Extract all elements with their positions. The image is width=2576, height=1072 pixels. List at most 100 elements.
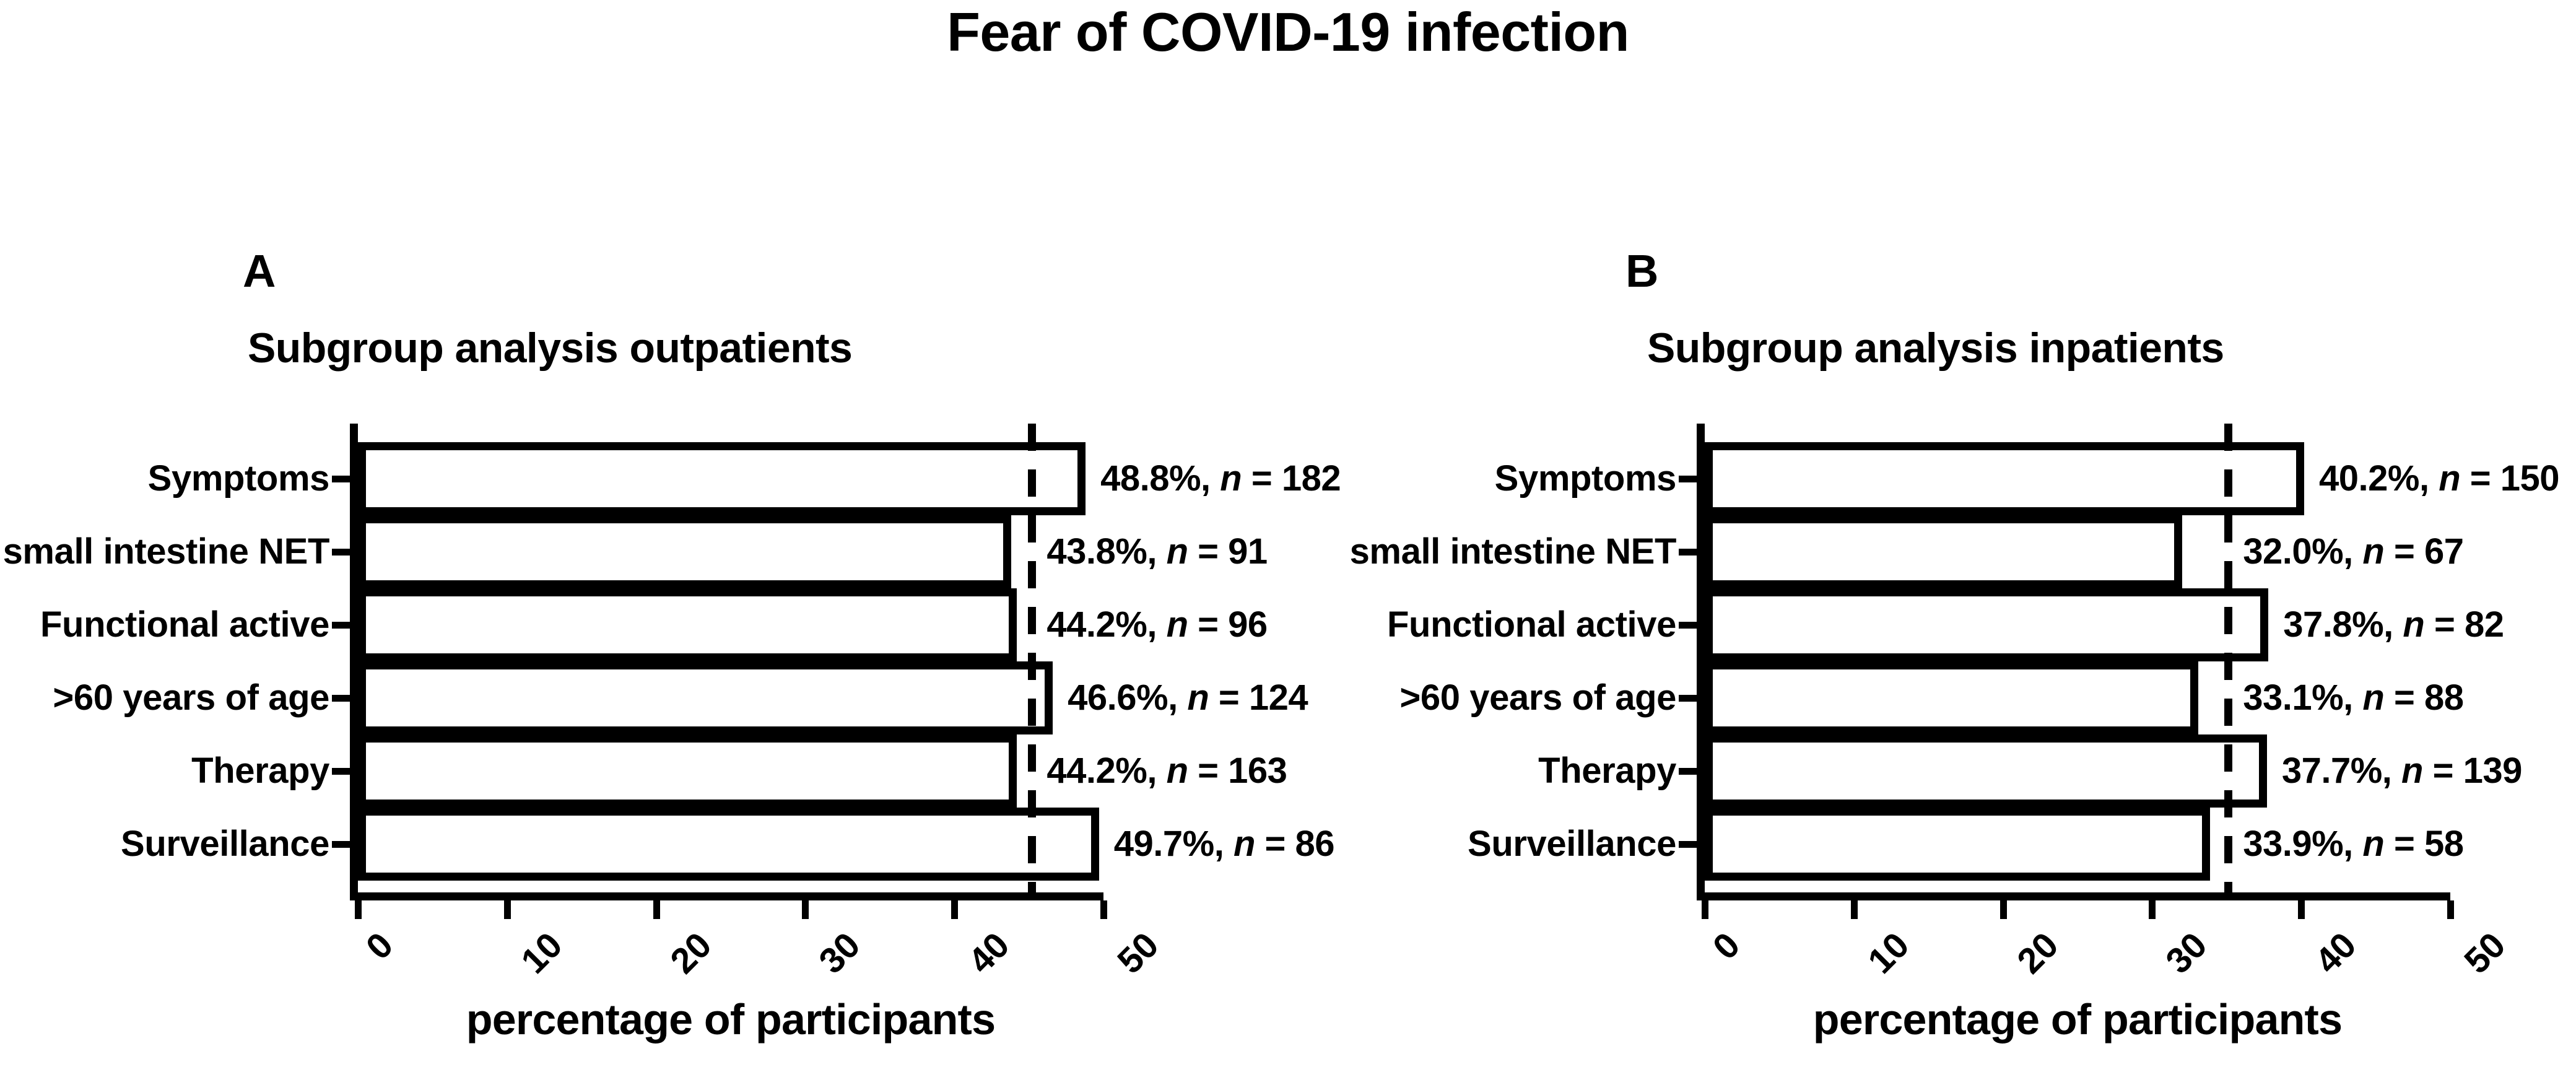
bar-small-intestine-net[interactable]	[358, 515, 1011, 588]
bar-symptoms[interactable]	[1705, 442, 2305, 515]
value-label-n-symbol: n	[2439, 458, 2461, 499]
bar-row	[358, 442, 1103, 515]
category-label-therapy: Therapy	[1538, 751, 1676, 791]
y-tick-0	[332, 476, 350, 482]
value-label-n-symbol: n	[2401, 751, 2423, 791]
category-label-small-intestine-net: small intestine NET	[1349, 531, 1677, 572]
category-label-small-intestine-net: small intestine NET	[2, 531, 330, 572]
bar-row	[1705, 515, 2450, 588]
y-tick-1	[332, 549, 350, 556]
y-tick-2	[1679, 622, 1697, 629]
value-label-percent: 49.7%,	[1113, 824, 1224, 864]
bar-row	[358, 808, 1103, 881]
panel-b-y-axis	[1697, 424, 1705, 892]
x-tick-label-30: 30	[811, 925, 869, 982]
bar-row	[358, 661, 1103, 734]
bar-surveillance[interactable]	[358, 808, 1099, 881]
bar-functional-active[interactable]	[1705, 588, 2269, 661]
panel-b-letter: B	[1625, 245, 1659, 297]
x-tick-10	[1850, 900, 1858, 919]
category-label-therapy: Therapy	[191, 751, 329, 791]
value-label-60-years-of-age: 46.6%, n = 124	[1068, 680, 1308, 716]
value-label-symptoms: 48.8%, n = 182	[1100, 461, 1341, 497]
bar-60-years-of-age[interactable]	[1705, 661, 2199, 734]
bar-therapy[interactable]	[358, 734, 1017, 808]
x-tick-30	[802, 900, 809, 919]
x-tick-40	[951, 900, 959, 919]
bar-row	[358, 734, 1103, 808]
bar-row	[358, 588, 1103, 661]
value-label-n-symbol: n	[1220, 458, 1242, 499]
value-label-percent: 43.8%,	[1046, 531, 1157, 572]
y-tick-4	[1679, 768, 1697, 775]
value-label-count: = 82	[2434, 604, 2504, 645]
panel-a-title: Subgroup analysis outpatients	[248, 325, 853, 372]
figure-title: Fear of COVID-19 infection	[947, 1, 1629, 63]
y-tick-4	[332, 768, 350, 775]
value-label-60-years-of-age: 33.1%, n = 88	[2243, 678, 2464, 718]
y-tick-5	[332, 841, 350, 848]
y-tick-3	[332, 695, 350, 702]
y-tick-0	[1679, 476, 1697, 482]
value-label-n-symbol: n	[2362, 824, 2385, 864]
bar-60-years-of-age[interactable]	[358, 661, 1053, 734]
y-tick-5	[1679, 841, 1697, 848]
value-label-count: = 124	[1218, 678, 1308, 718]
bar-row	[1705, 442, 2450, 515]
value-label-percent: 33.9%,	[2243, 824, 2353, 864]
value-label-percent: 37.7%,	[2281, 751, 2392, 791]
x-tick-label-20: 20	[662, 925, 720, 982]
bar-row	[1705, 808, 2450, 881]
category-label-60-years-of-age: >60 years of age	[53, 678, 329, 718]
value-label-count: = 139	[2432, 751, 2523, 791]
panel-a-y-axis	[350, 424, 358, 892]
y-tick-1	[1679, 549, 1697, 556]
value-label-percent: 37.8%,	[2283, 604, 2393, 645]
value-label-n-symbol: n	[1166, 531, 1188, 572]
value-label-count: = 163	[1198, 751, 1287, 791]
category-label-functional-active: Functional active	[40, 604, 329, 645]
x-tick-label-50: 50	[1110, 925, 1167, 982]
value-label-count: = 150	[2469, 458, 2560, 499]
x-tick-label-30: 30	[2158, 925, 2216, 982]
bar-row	[1705, 588, 2450, 661]
bar-small-intestine-net[interactable]	[1705, 515, 2182, 588]
category-label-symptoms: Symptoms	[147, 458, 330, 499]
value-label-surveillance: 49.7%, n = 86	[1113, 824, 1335, 864]
panel-a-letter: A	[243, 245, 276, 297]
value-label-percent: 40.2%,	[2319, 458, 2429, 499]
y-tick-3	[1679, 695, 1697, 702]
bar-surveillance[interactable]	[1705, 808, 2211, 881]
x-tick-0	[1702, 900, 1708, 919]
value-label-therapy: 44.2%, n = 163	[1046, 753, 1287, 789]
value-label-count: = 96	[1198, 604, 1268, 645]
x-tick-label-10: 10	[1860, 925, 1917, 982]
value-label-symptoms: 40.2%, n = 150	[2319, 458, 2560, 499]
x-tick-label-50: 50	[2456, 925, 2513, 982]
value-label-count: = 88	[2393, 678, 2464, 718]
x-tick-label-0: 0	[358, 925, 401, 967]
value-label-count: = 91	[1198, 531, 1268, 572]
category-label-surveillance: Surveillance	[1468, 824, 1676, 864]
value-label-n-symbol: n	[2362, 678, 2385, 718]
x-tick-label-40: 40	[2307, 925, 2364, 982]
panel-a-x-axis	[350, 892, 1103, 900]
bar-symptoms[interactable]	[358, 442, 1086, 515]
value-label-percent: 48.8%,	[1100, 458, 1211, 499]
category-label-60-years-of-age: >60 years of age	[1399, 678, 1676, 718]
x-tick-30	[2149, 900, 2156, 919]
value-label-therapy: 37.7%, n = 139	[2281, 751, 2523, 791]
value-label-functional-active: 44.2%, n = 96	[1046, 604, 1268, 645]
bar-therapy[interactable]	[1705, 734, 2267, 808]
value-label-n-symbol: n	[1233, 824, 1255, 864]
bar-functional-active[interactable]	[358, 588, 1017, 661]
x-tick-10	[503, 900, 511, 919]
value-label-surveillance: 33.9%, n = 58	[2243, 824, 2464, 864]
value-label-small-intestine-net: 32.0%, n = 67	[2243, 534, 2464, 570]
bar-row	[1705, 661, 2450, 734]
x-tick-20	[1999, 900, 2007, 919]
x-tick-0	[355, 900, 362, 919]
value-label-percent: 44.2%,	[1046, 751, 1157, 791]
panel-b-x-axis	[1697, 892, 2450, 900]
